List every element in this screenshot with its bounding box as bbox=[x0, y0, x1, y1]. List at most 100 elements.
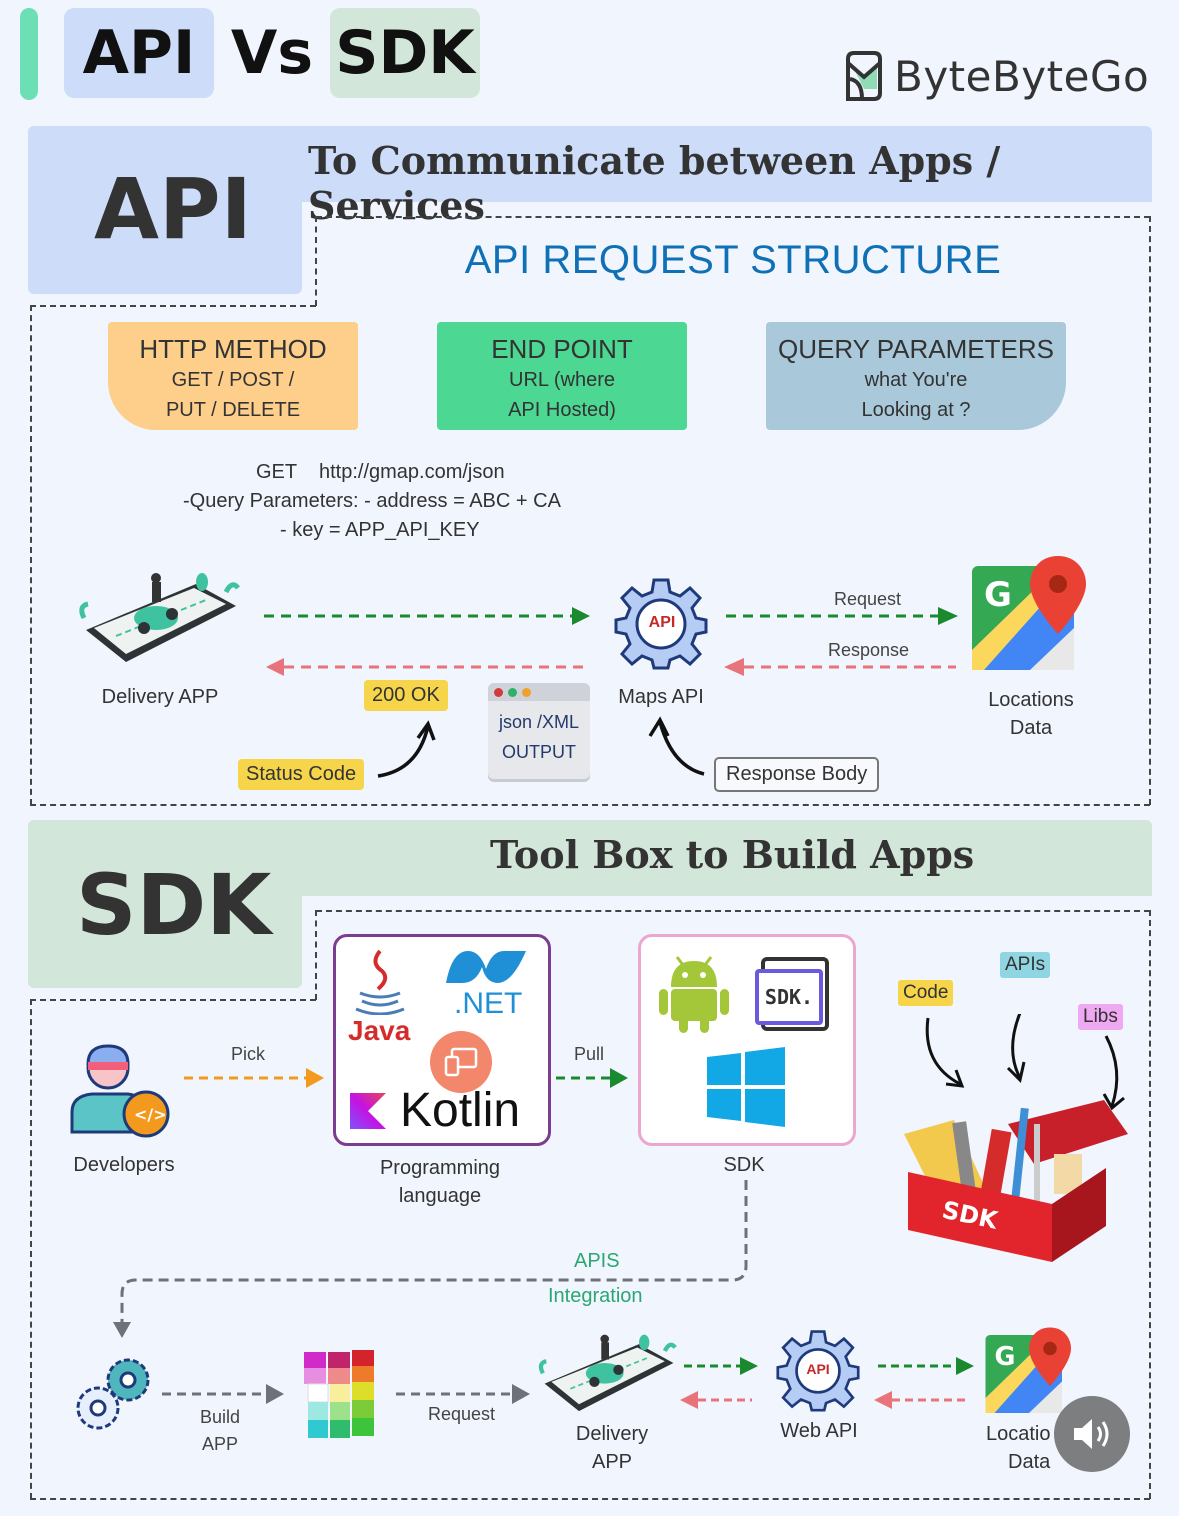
web-api-gear-icon bbox=[776, 1330, 860, 1412]
apis-integration-label-line2: Integration bbox=[548, 1285, 643, 1307]
card-line: what You're bbox=[864, 369, 968, 391]
request-label: Request bbox=[834, 589, 902, 609]
multi-device-icon bbox=[430, 1031, 492, 1093]
api-frame-right bbox=[1149, 216, 1151, 805]
sdk-caption: SDK bbox=[723, 1154, 765, 1176]
status-curve-arrow-icon bbox=[377, 720, 436, 778]
sdk-label-panel bbox=[28, 820, 302, 988]
sdk-frame-right bbox=[1149, 910, 1151, 1499]
dotnet-logo-icon bbox=[446, 951, 526, 983]
output-line: json /XML bbox=[498, 712, 580, 732]
caption-line: Programming bbox=[379, 1157, 501, 1179]
api-frame-step bbox=[30, 305, 316, 307]
delivery-app-label: Delivery APP bbox=[101, 686, 219, 708]
sdk-frame-step bbox=[30, 999, 316, 1001]
card-line: API Hosted) bbox=[508, 399, 616, 421]
locations-data-label: Locations Data bbox=[960, 686, 1102, 742]
apis-integration-label-line1: APIS bbox=[574, 1250, 620, 1272]
response-label: Response bbox=[828, 640, 910, 660]
delivery-app-icon bbox=[79, 573, 240, 662]
windows-logo-icon bbox=[707, 1047, 785, 1127]
query-parameters-card: QUERY PARAMETERS what You're Looking at … bbox=[766, 322, 1066, 430]
http-method-card: HTTP METHOD GET / POST / PUT / DELETE bbox=[108, 322, 358, 430]
sdk-tagline: Tool Box to Build Apps bbox=[490, 832, 975, 877]
devices-icon bbox=[444, 1047, 478, 1077]
brand-name: ByteByteGo bbox=[894, 51, 1150, 101]
kotlin-logo-icon bbox=[350, 1093, 386, 1129]
example-request-line: GET http://gmap.com/json bbox=[256, 461, 505, 483]
title-vs: Vs bbox=[230, 18, 314, 88]
response-arrow-head bbox=[724, 658, 744, 676]
sdk-platforms-box: SDK. bbox=[638, 934, 856, 1146]
web-api-label: Web API bbox=[780, 1420, 858, 1442]
api-frame-left bbox=[30, 305, 32, 805]
response-arrow-head bbox=[266, 658, 284, 676]
pull-label: Pull bbox=[574, 1044, 605, 1064]
pick-label: Pick bbox=[231, 1044, 266, 1064]
app-blocks-cube-icon bbox=[304, 1350, 374, 1438]
request-arrow-to-app bbox=[396, 1384, 530, 1404]
bytebytego-logo-icon bbox=[846, 51, 882, 101]
title-api-chip: API bbox=[64, 8, 214, 98]
response-body-curve-arrow-icon bbox=[648, 716, 705, 776]
programming-language-box: Java .NET Kotlin bbox=[333, 934, 551, 1146]
card-heading: HTTP METHOD bbox=[139, 334, 327, 364]
card-line: URL (where bbox=[509, 369, 615, 391]
card-line: PUT / DELETE bbox=[165, 399, 301, 421]
dotnet-label: .NET bbox=[454, 987, 523, 1020]
api-frame-bottom bbox=[30, 804, 1150, 806]
window-max-dot bbox=[508, 687, 517, 697]
sdk-delivery-app-label: Delivery APP bbox=[552, 1420, 672, 1476]
sdk-google-maps-icon: G bbox=[985, 1327, 1071, 1413]
sdk-locations-data-label: Locatio Data bbox=[978, 1420, 1068, 1476]
example-query-line: -Query Parameters: - address = ABC + CA bbox=[183, 490, 561, 512]
api-frame-top bbox=[316, 216, 1150, 218]
maps-api-label: Maps API bbox=[618, 686, 704, 708]
build-gears-icon bbox=[76, 1358, 150, 1430]
pull-arrow bbox=[556, 1068, 628, 1088]
webapi-locations-arrows bbox=[874, 1357, 974, 1409]
delivery-webapi-arrows bbox=[680, 1357, 758, 1409]
window-min-dot bbox=[522, 687, 531, 697]
caption-line: language bbox=[398, 1185, 482, 1207]
request-arrow-head bbox=[572, 607, 590, 625]
locations-label-line: Locations bbox=[988, 689, 1074, 711]
sdk-section-label: SDK bbox=[76, 856, 272, 954]
java-label: Java bbox=[348, 1015, 411, 1046]
request-response-arrows bbox=[264, 607, 590, 676]
sdk-frame-inner-left bbox=[315, 910, 317, 1000]
locations-label-line: Data bbox=[1008, 1451, 1051, 1473]
pick-arrow bbox=[184, 1068, 324, 1088]
title-sdk-chip: SDK bbox=[330, 8, 480, 98]
build-label-line: APP bbox=[201, 1434, 239, 1454]
output-line: OUTPUT bbox=[502, 742, 576, 762]
svg-text:G: G bbox=[995, 1342, 1016, 1372]
google-maps-icon: G bbox=[972, 556, 1086, 670]
json-xml-output-window: json /XML OUTPUT bbox=[488, 683, 590, 779]
build-arrow bbox=[162, 1384, 284, 1404]
card-line: Looking at ? bbox=[861, 399, 971, 421]
developers-label: Developers bbox=[73, 1154, 175, 1176]
delivery-label-line: Delivery bbox=[575, 1423, 649, 1445]
developer-icon: </> bbox=[70, 1044, 170, 1138]
brand-logo: ByteByteGo bbox=[842, 48, 1149, 104]
svg-text:</>: </> bbox=[134, 1105, 167, 1124]
status-value-tag: 200 OK bbox=[364, 680, 448, 711]
window-title-bar bbox=[488, 683, 590, 701]
locations-label-line: Data bbox=[1009, 717, 1053, 739]
speaker-volume-icon bbox=[1074, 1419, 1109, 1449]
example-key-line: - key = APP_API_KEY bbox=[280, 519, 480, 541]
delivery-label-line: APP bbox=[591, 1451, 633, 1473]
response-body-tag: Response Body bbox=[714, 757, 880, 792]
sdk-frame-bottom bbox=[30, 1498, 1150, 1500]
programming-language-caption: Programming language bbox=[340, 1154, 540, 1210]
audio-toggle-button[interactable] bbox=[1054, 1396, 1130, 1472]
api-frame-inner-left bbox=[315, 216, 317, 306]
java-cup-icon bbox=[355, 949, 405, 1015]
api-label-panel bbox=[28, 126, 302, 294]
sdk-toolbox-icon: SDK bbox=[904, 1100, 1128, 1262]
build-app-label: Build APP bbox=[180, 1404, 260, 1458]
locations-label-line: Locatio bbox=[986, 1423, 1051, 1445]
output-text: json /XML OUTPUT bbox=[488, 707, 590, 767]
libs-tag: Libs bbox=[1078, 1004, 1123, 1030]
